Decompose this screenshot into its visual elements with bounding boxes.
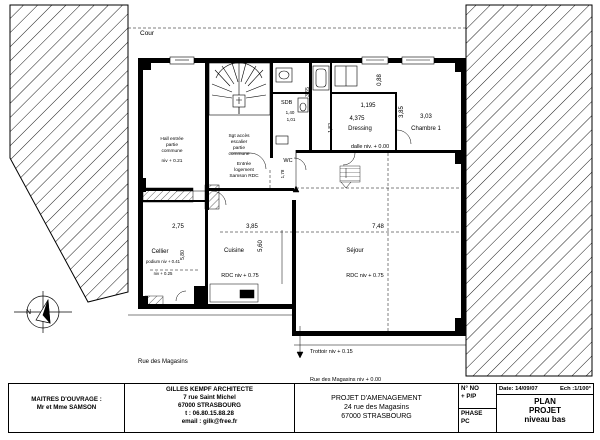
project-title: PROJET D'AMENAGEMENT bbox=[331, 395, 422, 402]
north-arrow bbox=[14, 291, 72, 333]
label-entry-1: Entrée bbox=[237, 161, 251, 167]
dim-3-85: 3,85 bbox=[246, 224, 258, 230]
label-cellier-podium: podium niv + 0.41 bbox=[146, 259, 181, 264]
bathroom-fixtures bbox=[275, 65, 358, 145]
plan-title-3: niveau bas bbox=[524, 415, 566, 424]
title-block: MAITRES D'OUVRAGE : Mr et Mme SAMSON GIL… bbox=[8, 383, 594, 433]
phase-value: PC bbox=[461, 418, 470, 425]
dim-3-85-vert: 3,85 bbox=[399, 106, 405, 118]
architect-tel: t : 06.80.15.88.28 bbox=[185, 410, 234, 417]
door-swings bbox=[175, 129, 412, 302]
date-label: Date: 14/09/07 bbox=[499, 386, 538, 392]
label-sdb: SDB bbox=[281, 100, 293, 106]
label-rue-magasins: Rue des Magasins bbox=[138, 359, 188, 365]
dim-1-40: 1,40 bbox=[286, 110, 295, 115]
label-hall-3: commune bbox=[161, 149, 182, 154]
client-cell: MAITRES D'OUVRAGE : Mr et Mme SAMSON bbox=[9, 384, 125, 432]
dim-7-48: 7,48 bbox=[372, 224, 384, 230]
label-dalle: dalle niv. + 0.00 bbox=[351, 144, 389, 150]
dim-1-78: 1,78 bbox=[280, 169, 285, 178]
label-cellier: Cellier bbox=[151, 249, 168, 255]
label-cellier-level: niv + 0.25 bbox=[154, 271, 173, 276]
label-stair-2: escalier bbox=[231, 139, 248, 145]
label-cuisine-level: RDC niv + 0.75 bbox=[221, 273, 258, 279]
north-label: N bbox=[26, 309, 31, 316]
client-name: Mr et Mme SAMSON bbox=[36, 404, 97, 411]
entry-steps bbox=[339, 165, 361, 183]
scale-label: Ech :1/100° bbox=[560, 386, 591, 392]
dim-5-80: 5,80 bbox=[180, 250, 186, 260]
phase-cell: N° NO + P/P PHASE PC bbox=[459, 384, 497, 432]
project-cell: PROJET D'AMENAGEMENT 24 rue des Magasins… bbox=[295, 384, 459, 432]
dim-1-195: 1,195 bbox=[360, 103, 376, 109]
label-entry-3: Samson RDC bbox=[229, 173, 259, 179]
dim-5-60: 5,60 bbox=[258, 240, 264, 252]
architect-cell: GILLES KEMPF ARCHITECTE 7 rue Saint Mich… bbox=[125, 384, 295, 432]
dim-3-65: 3,65 bbox=[305, 87, 311, 97]
interior-walls bbox=[143, 58, 464, 304]
neighbour-building-right bbox=[465, 4, 593, 377]
plan-title-1: PLAN bbox=[534, 397, 556, 406]
label-cour: Cour bbox=[140, 30, 155, 37]
label-wc: WC bbox=[283, 158, 292, 164]
plan-cell: Date: 14/09/07 Ech :1/100° PLAN PROJET n… bbox=[497, 384, 593, 432]
label-sejour-level: RDC niv + 0.75 bbox=[346, 273, 383, 279]
client-title: MAITRES D'OUVRAGE : bbox=[31, 396, 102, 403]
label-rue-level: Rue des Magasins niv + 0.00 bbox=[310, 377, 381, 383]
label-hall-1: Hall entrée bbox=[160, 136, 184, 142]
label-trottoir: Trottoir niv + 0.15 bbox=[310, 349, 353, 355]
wall-pillars bbox=[138, 58, 466, 336]
label-chambre: Chambre 1 bbox=[411, 126, 441, 132]
dim-2-75: 2,75 bbox=[172, 224, 184, 230]
no-label: N° NO bbox=[461, 385, 479, 392]
kitchen-counter bbox=[209, 230, 283, 303]
label-stair-1: Sgt accès bbox=[228, 133, 250, 139]
label-hall-2: partie bbox=[166, 142, 178, 148]
dim-3-03: 3,03 bbox=[420, 114, 432, 120]
staircase bbox=[208, 62, 271, 116]
project-city: 67000 STRASBOURG bbox=[341, 413, 412, 420]
label-stair-4: commune bbox=[228, 152, 249, 157]
label-hall-level: niv + 0.21 bbox=[162, 158, 183, 164]
project-street: 24 rue des Magasins bbox=[344, 404, 409, 411]
neighbour-building-left bbox=[9, 4, 129, 303]
pp-label: + P/P bbox=[461, 393, 477, 400]
plan-title-2: PROJET bbox=[528, 406, 561, 415]
label-stair-3: partie bbox=[233, 145, 245, 151]
label-entry-2: logement bbox=[234, 167, 254, 173]
label-cuisine: Cuisine bbox=[224, 248, 245, 254]
architect-email: email : gilk@free.fr bbox=[181, 418, 238, 425]
architect-name: GILLES KEMPF ARCHITECTE bbox=[165, 386, 254, 393]
dim-1-82: 1,82 bbox=[328, 123, 334, 133]
phase-label: PHASE bbox=[461, 410, 483, 417]
court-windows bbox=[169, 56, 435, 65]
architect-street: 7 rue Saint Michel bbox=[183, 394, 236, 401]
architect-city: 67000 STRASBOURG bbox=[178, 402, 241, 409]
label-dressing: Dressing bbox=[348, 126, 372, 132]
dim-1-01: 1,01 bbox=[287, 117, 296, 122]
dim-4-375: 4,375 bbox=[349, 116, 365, 122]
dim-0-88: 0,88 bbox=[377, 74, 383, 86]
label-sejour: Séjour bbox=[346, 248, 363, 254]
